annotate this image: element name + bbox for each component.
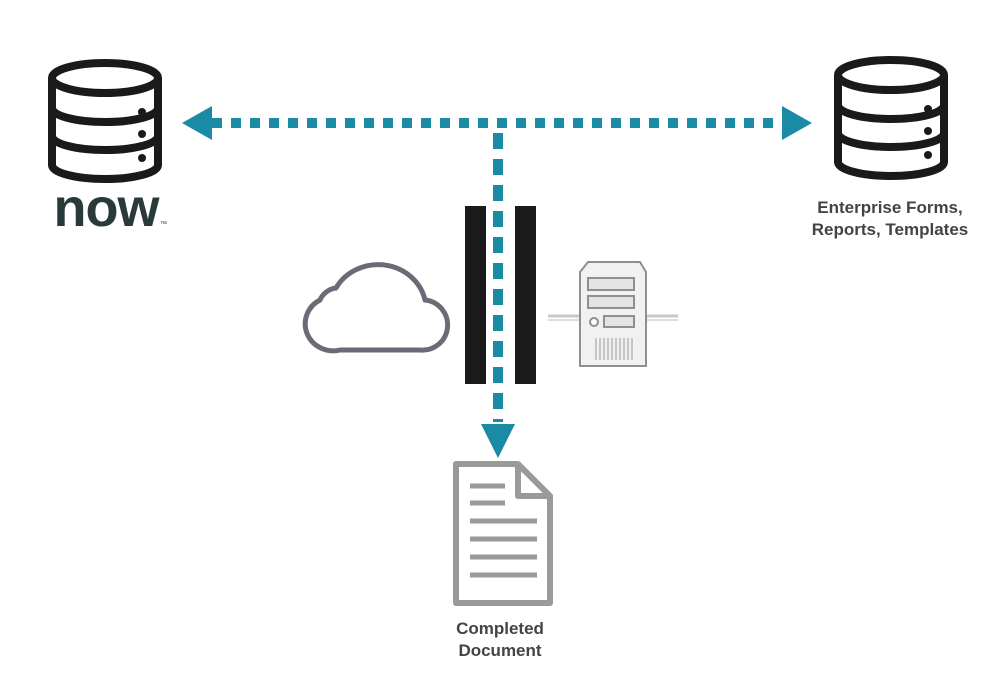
enterprise-database-icon bbox=[834, 56, 948, 180]
completed-document-label: Completed Document bbox=[420, 618, 580, 662]
firewall-bar-right bbox=[515, 206, 536, 384]
logo-text: now bbox=[54, 178, 161, 238]
enterprise-label-line2: Reports, Templates bbox=[811, 220, 969, 239]
vertical-flow-arrow bbox=[481, 133, 515, 458]
servicenow-logo: now ™ bbox=[54, 178, 167, 238]
completed-label-line1: Completed bbox=[456, 619, 544, 638]
horizontal-flow-arrow bbox=[182, 106, 812, 140]
server-icon bbox=[548, 261, 678, 367]
enterprise-forms-label: Enterprise Forms, Reports, Templates bbox=[790, 197, 990, 241]
firewall-bar-left bbox=[465, 206, 486, 384]
arrow-right-icon bbox=[782, 106, 812, 140]
arrow-down-icon bbox=[481, 424, 515, 458]
completed-label-line2: Document bbox=[458, 641, 542, 660]
enterprise-label-line1: Enterprise Forms, bbox=[817, 198, 963, 217]
arrow-left-icon bbox=[182, 106, 212, 140]
logo-trademark: ™ bbox=[160, 221, 167, 228]
cloud-icon bbox=[302, 262, 451, 354]
document-icon bbox=[453, 461, 553, 606]
firewall-icon bbox=[465, 206, 536, 384]
servicenow-database-icon bbox=[48, 59, 162, 183]
